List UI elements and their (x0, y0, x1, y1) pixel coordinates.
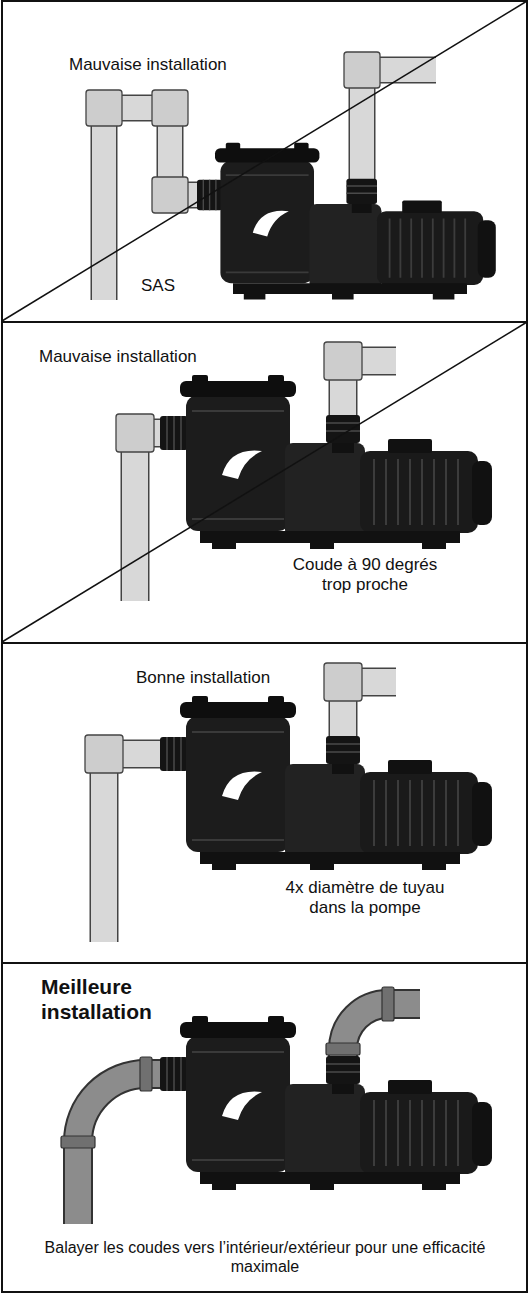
pipe-outline (78, 1074, 164, 1224)
text-slot: Coude à 90 degrés trop proche (279, 555, 451, 596)
pipe-outline (104, 754, 164, 942)
strike-through (2, 1, 527, 321)
panel: Mauvaise installationCoude à 90 degrés t… (1, 321, 528, 644)
elbow-fitting (152, 177, 188, 213)
elbow-fitting (85, 735, 123, 773)
pump (160, 375, 492, 549)
elbow-fitting (86, 90, 122, 126)
text-slot: Mauvaise installation (69, 55, 299, 75)
pipe-coupling (61, 1136, 95, 1148)
elbow-fitting (324, 663, 362, 701)
elbow-fitting (344, 52, 380, 88)
panel-caption: SAS (141, 276, 201, 296)
panel: Bonne installation 4x diamètre de tuyau d… (1, 642, 528, 964)
text-slot: Mauvaise installation (39, 347, 279, 367)
panel-heading: Bonne installation (136, 668, 356, 688)
strike-through (2, 322, 527, 642)
pipe (135, 433, 164, 601)
text-slot: SAS (141, 276, 201, 296)
text-slot: Bonne installation (136, 668, 356, 688)
panel-caption: Coude à 90 degrés trop proche (279, 555, 451, 596)
panel-heading: Mauvaise installation (69, 55, 299, 75)
panel-heading: Mauvaise installation (39, 347, 279, 367)
panel-caption: 4x diamètre de tuyau dans la pompe (269, 878, 461, 919)
panel: Meilleure installationBalayer les coudes… (1, 962, 528, 1293)
panel-heading: Meilleure installation (41, 974, 191, 1024)
panel-caption: Balayer les coudes vers l’intérieur/exté… (15, 1238, 515, 1276)
elbow-fitting (116, 414, 154, 452)
pipe-coupling (140, 1057, 152, 1091)
pipe-outline (135, 433, 164, 601)
pipe (104, 108, 200, 300)
pump (160, 696, 492, 870)
pipe-coupling (326, 1043, 360, 1055)
pipe-outline (104, 108, 200, 300)
elbow-fitting (324, 342, 362, 380)
panel: Mauvaise installationSAS (1, 0, 528, 323)
pipe (104, 754, 164, 942)
text-slot: Balayer les coudes vers l’intérieur/exté… (15, 1238, 515, 1276)
text-slot: Meilleure installation (41, 974, 191, 1024)
text-slot: 4x diamètre de tuyau dans la pompe (269, 878, 461, 919)
elbow-fitting (152, 90, 188, 126)
pump (197, 143, 496, 300)
pipe (78, 1074, 164, 1224)
pipe-coupling (382, 987, 394, 1021)
pump (160, 1016, 492, 1190)
